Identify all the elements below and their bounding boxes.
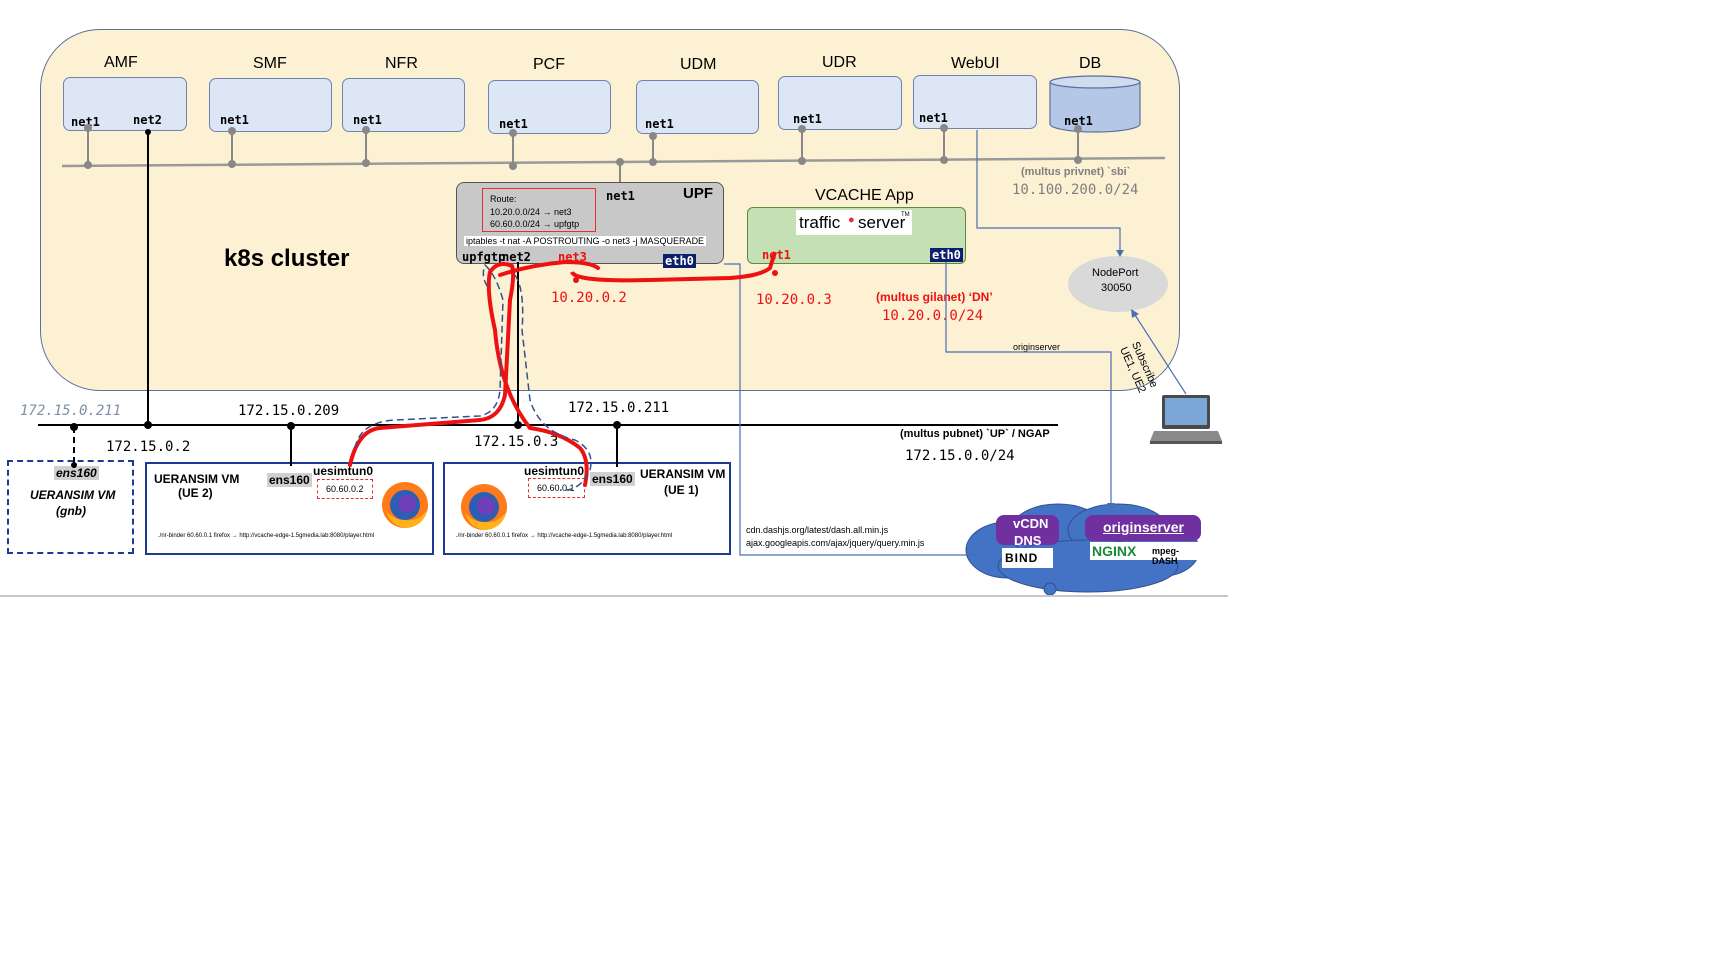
nfr-label: NFR — [385, 55, 418, 72]
originserver-link-label: originserver — [1013, 342, 1061, 352]
cluster-label: k8s cluster — [224, 245, 350, 272]
pubnet-subnet: 172.15.0.0/24 — [905, 448, 1015, 464]
route-entry-1: 10.20.0.0/24 → net3 — [490, 207, 572, 217]
upf-route-box: Route: 10.20.0.0/24 → net3 60.60.0.0/24 … — [482, 188, 596, 232]
pubnet-label: (multus pubnet) `UP` / NGAP — [900, 428, 1050, 440]
amf-label: AMF — [104, 54, 138, 71]
nodeport-label: NodePort — [1092, 267, 1139, 279]
upf-net3: net3 — [558, 250, 587, 264]
db-label: DB — [1079, 55, 1102, 72]
logo-dots-icon: ● — [848, 214, 855, 226]
gnb-sub: (gnb) — [56, 504, 86, 518]
vcdn-label: vCDN — [1013, 516, 1049, 531]
firefox-icon — [382, 482, 428, 528]
pcf-net1: net1 — [499, 117, 528, 131]
ue2-sub: (UE 2) — [178, 486, 213, 500]
gnb-title: UERANSIM VM — [30, 488, 116, 502]
bind-logo: BIND — [1002, 548, 1053, 568]
gnb-vm[interactable] — [7, 460, 134, 554]
nfr-net1: net1 — [353, 113, 382, 127]
amf-net1: net1 — [71, 115, 100, 129]
cdn-url-1: cdn.dashjs.org/latest/dash.all.min.js — [746, 525, 889, 535]
originserver-box[interactable] — [1085, 515, 1201, 541]
vcache-net1: net1 — [762, 248, 791, 262]
route-title: Route: — [490, 194, 517, 204]
udr-net1: net1 — [793, 112, 822, 126]
ue1-tun-box: 60.60.0.1 — [528, 478, 585, 498]
vcdn-dns-box[interactable] — [996, 515, 1059, 545]
ue1-iface: ens160 — [590, 472, 635, 486]
nodeport-port: 30050 — [1101, 282, 1132, 294]
nginx-logo: NGINX mpeg-DASH — [1090, 542, 1201, 566]
udr-pod[interactable]: net1 — [778, 76, 902, 130]
smf-net1: net1 — [220, 113, 249, 127]
logo-server: server — [858, 213, 906, 232]
bind-text: BIND — [1005, 551, 1039, 565]
db-cylinder[interactable] — [1048, 74, 1142, 134]
firefox-icon — [461, 484, 507, 530]
amf-pod[interactable]: net1 net2 — [63, 77, 187, 131]
webui-label: WebUI — [951, 55, 1000, 72]
upf-ip: 10.20.0.2 — [551, 290, 627, 306]
webui-pod[interactable]: net1 — [913, 75, 1037, 129]
upf-upfgtp: upfgtp — [462, 250, 506, 264]
pcf-label: PCF — [533, 56, 565, 73]
originserver-label: originserver — [1103, 519, 1184, 535]
route-entry-2: 60.60.0.0/24 → upfgtp — [490, 219, 580, 229]
ip-amf: 172.15.0.2 — [106, 439, 191, 455]
udm-pod[interactable]: net1 — [636, 80, 759, 134]
sbi-label: (multus privnet) `sbi` — [1021, 166, 1131, 178]
dns-label: DNS — [1014, 533, 1042, 548]
ue1-tun-ip: 60.60.0.1 — [537, 483, 575, 493]
ue1-tun: uesimtun0 — [524, 464, 585, 478]
upf-iptables: iptables -t nat -A POSTROUTING -o net3 -… — [464, 236, 707, 246]
trafficserver-logo: traffic ● server TM — [796, 210, 912, 235]
ip-gnb: 172.15.0.211 — [20, 403, 122, 419]
upf-label: UPF — [683, 185, 713, 202]
upf-net1: net1 — [606, 189, 635, 203]
smf-pod[interactable]: net1 — [209, 78, 332, 132]
logo-tm: TM — [901, 212, 910, 218]
ip-upf: 172.15.0.3 — [474, 434, 559, 450]
ue2-tun: uesimtun0 — [313, 464, 374, 478]
dn-subnet: 10.20.0.0/24 — [882, 308, 984, 324]
pcf-pod[interactable]: net1 — [488, 80, 611, 134]
ue1-title: UERANSIM VM — [640, 467, 726, 481]
ip-ue2: 172.15.0.209 — [238, 403, 340, 419]
vcache-title: VCACHE App — [815, 187, 914, 204]
vcache-ip: 10.20.0.3 — [756, 292, 832, 308]
udm-label: UDM — [680, 56, 717, 73]
webui-net1: net1 — [919, 111, 948, 125]
udr-label: UDR — [822, 54, 857, 71]
upf-net2: net2 — [502, 250, 531, 264]
udm-net1: net1 — [645, 117, 674, 131]
ue2-iface: ens160 — [267, 473, 312, 487]
laptop-icon[interactable] — [1150, 393, 1222, 447]
nfr-pod[interactable]: net1 — [342, 78, 465, 132]
amf-net2: net2 — [133, 113, 162, 127]
ip-ue1: 172.15.0.211 — [568, 400, 670, 416]
upf-eth0: eth0 — [663, 254, 696, 268]
ue2-cmd: ./nr-binder 60.60.0.1 firefox → http://v… — [158, 533, 375, 539]
ue1-cmd: ./nr-binder 60.60.0.1 firefox → http://v… — [456, 533, 673, 539]
cdn-url-2: ajax.googleapis.com/ajax/jquery/query.mi… — [746, 538, 925, 548]
sbi-subnet: 10.100.200.0/24 — [1012, 182, 1139, 198]
ue2-tun-box: 60.60.0.2 — [317, 479, 373, 499]
nginx-text: NGINX — [1092, 543, 1137, 559]
mpeg-dash-text: mpeg-DASH — [1152, 546, 1179, 566]
ue2-title: UERANSIM VM — [154, 472, 240, 486]
upf-pod[interactable] — [456, 182, 724, 264]
ue2-tun-ip: 60.60.0.2 — [326, 484, 364, 494]
smf-label: SMF — [253, 55, 287, 72]
ue1-sub: (UE 1) — [664, 483, 699, 497]
db-net1: net1 — [1064, 114, 1093, 128]
gnb-iface: ens160 — [54, 466, 99, 480]
logo-traffic: traffic — [799, 213, 841, 232]
dn-label: (multus gilanet) ‘DN’ — [876, 290, 993, 304]
vcache-eth0: eth0 — [930, 248, 963, 262]
